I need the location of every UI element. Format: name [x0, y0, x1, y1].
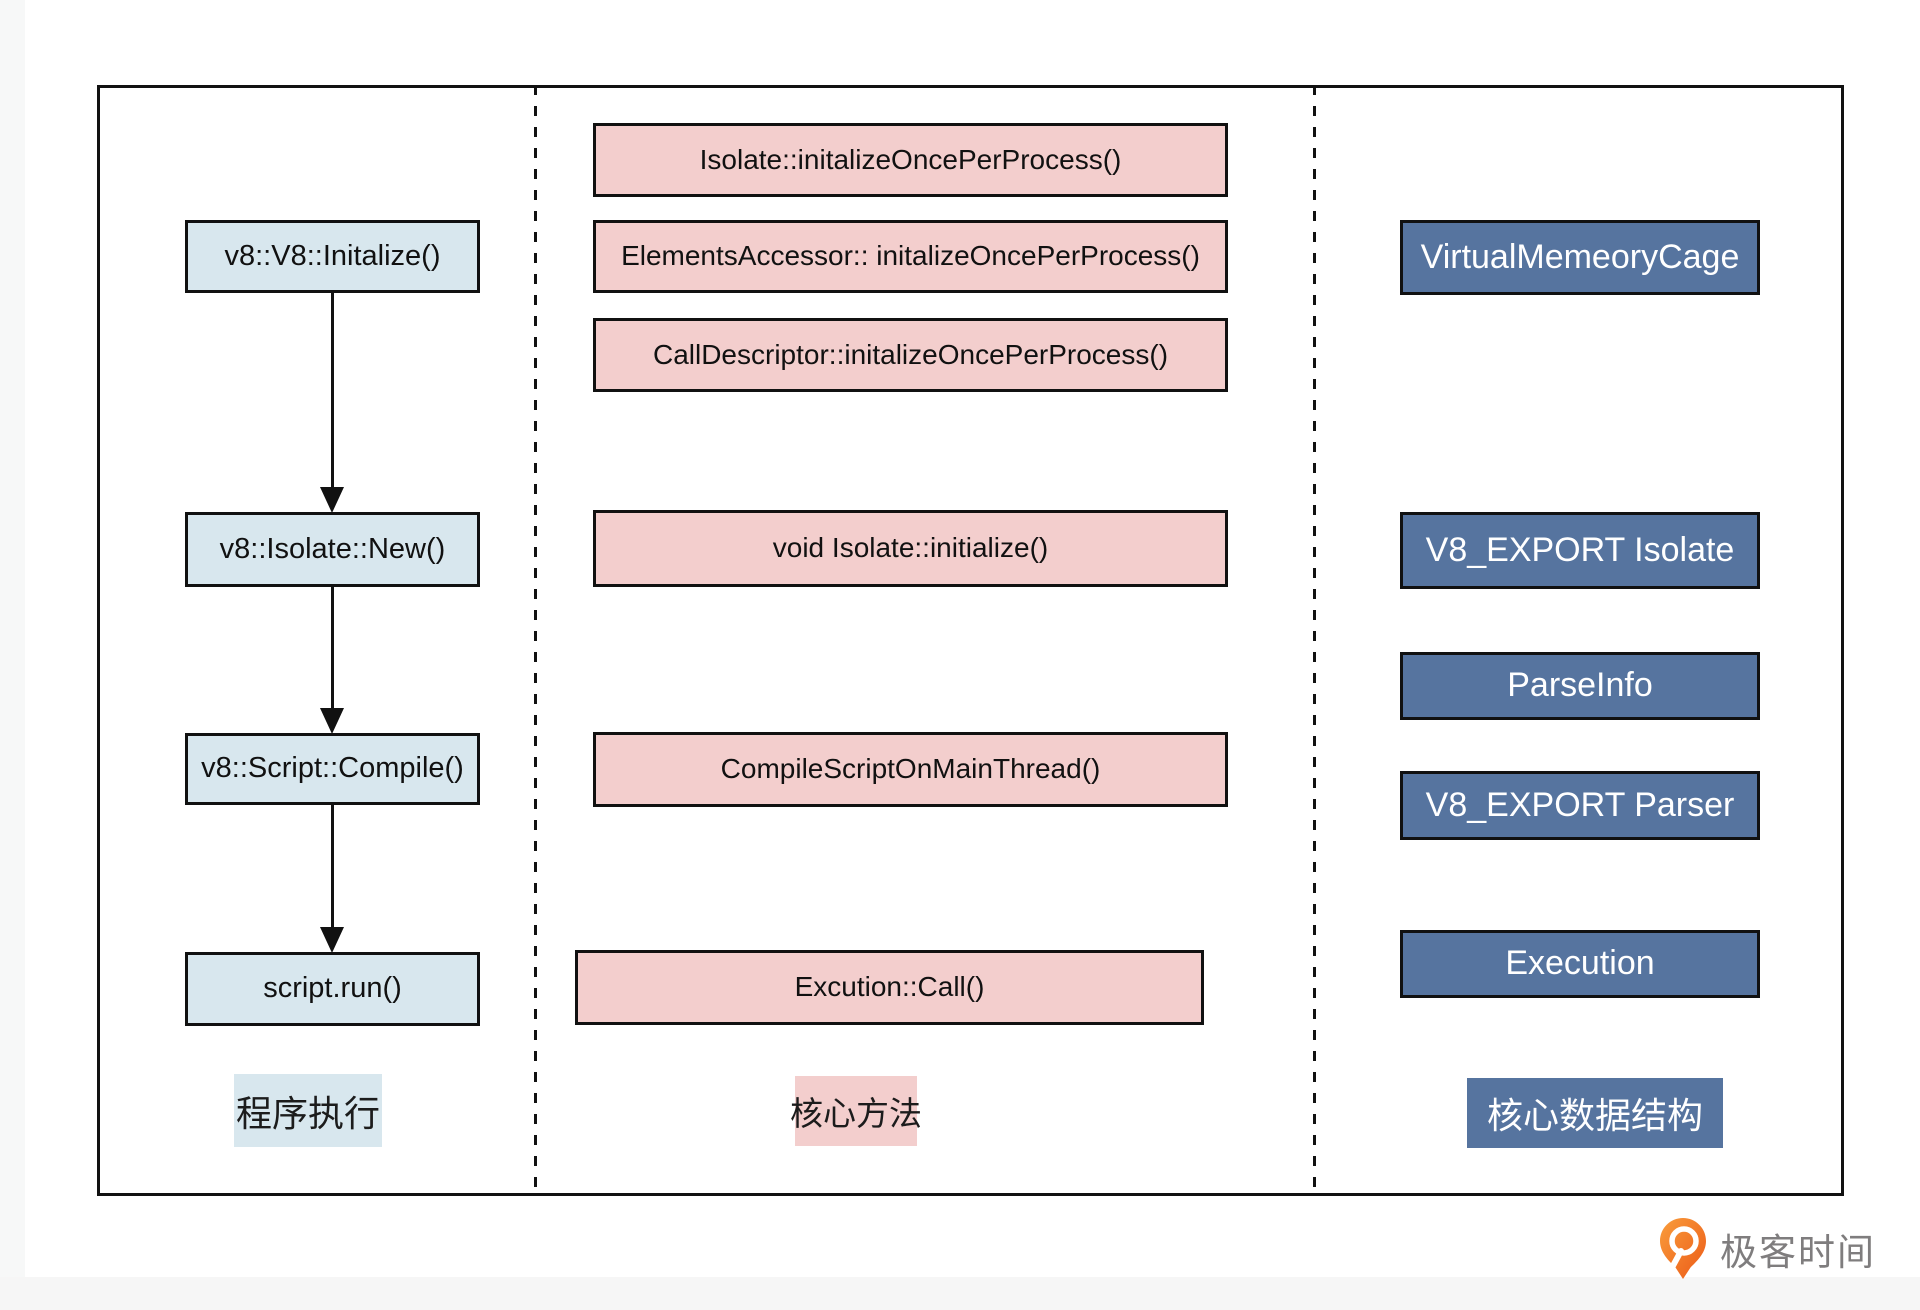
column-separator-1 [534, 85, 537, 1196]
column-label-execution: 程序执行 [234, 1074, 382, 1147]
geektime-pin-icon [1660, 1218, 1706, 1279]
column-label-core-data-structures: 核心数据结构 [1467, 1078, 1723, 1148]
struct-box-virtualmemorycage: VirtualMemeoryCage [1400, 220, 1760, 295]
struct-box-parseinfo: ParseInfo [1400, 652, 1760, 720]
struct-box-execution: Execution [1400, 930, 1760, 998]
method-box-isolate-initonce: Isolate::initalizeOncePerProcess() [593, 123, 1228, 197]
flow-arrow-shaft-3 [331, 805, 334, 928]
method-box-isolate-initialize: void Isolate::initialize() [593, 510, 1228, 587]
struct-box-v8export-parser: V8_EXPORT Parser [1400, 771, 1760, 840]
method-box-calldescriptor-initonce: CallDescriptor::initalizeOncePerProcess(… [593, 318, 1228, 392]
content-panel [25, 0, 1920, 1277]
flow-arrow-head-1 [320, 487, 344, 513]
flow-box-script-compile: v8::Script::Compile() [185, 733, 480, 805]
bottom-gray-strip [0, 1277, 1920, 1310]
struct-box-v8export-isolate: V8_EXPORT Isolate [1400, 512, 1760, 589]
flow-arrow-head-2 [320, 708, 344, 734]
pin-needle [1668, 1248, 1684, 1272]
method-box-execution-call: Excution::Call() [575, 950, 1204, 1025]
flow-arrow-shaft-2 [331, 587, 334, 709]
method-box-elementsaccessor-initonce: ElementsAccessor:: initalizeOncePerProce… [593, 220, 1228, 293]
flow-box-script-run: script.run() [185, 952, 480, 1026]
flow-box-isolate-new: v8::Isolate::New() [185, 512, 480, 587]
brand-name: 极客时间 [1720, 1232, 1876, 1273]
flow-arrow-head-3 [320, 927, 344, 953]
flow-box-v8-initialize: v8::V8::Initalize() [185, 220, 480, 293]
diagram-outer-frame [97, 85, 1844, 1196]
column-label-core-methods: 核心方法 [790, 1076, 922, 1146]
column-separator-2 [1313, 85, 1316, 1196]
pin-ring [1669, 1226, 1699, 1256]
flow-arrow-shaft-1 [331, 293, 334, 491]
method-box-compile-script: CompileScriptOnMainThread() [593, 732, 1228, 807]
brand-logo: 极客时间 [1658, 1216, 1876, 1282]
